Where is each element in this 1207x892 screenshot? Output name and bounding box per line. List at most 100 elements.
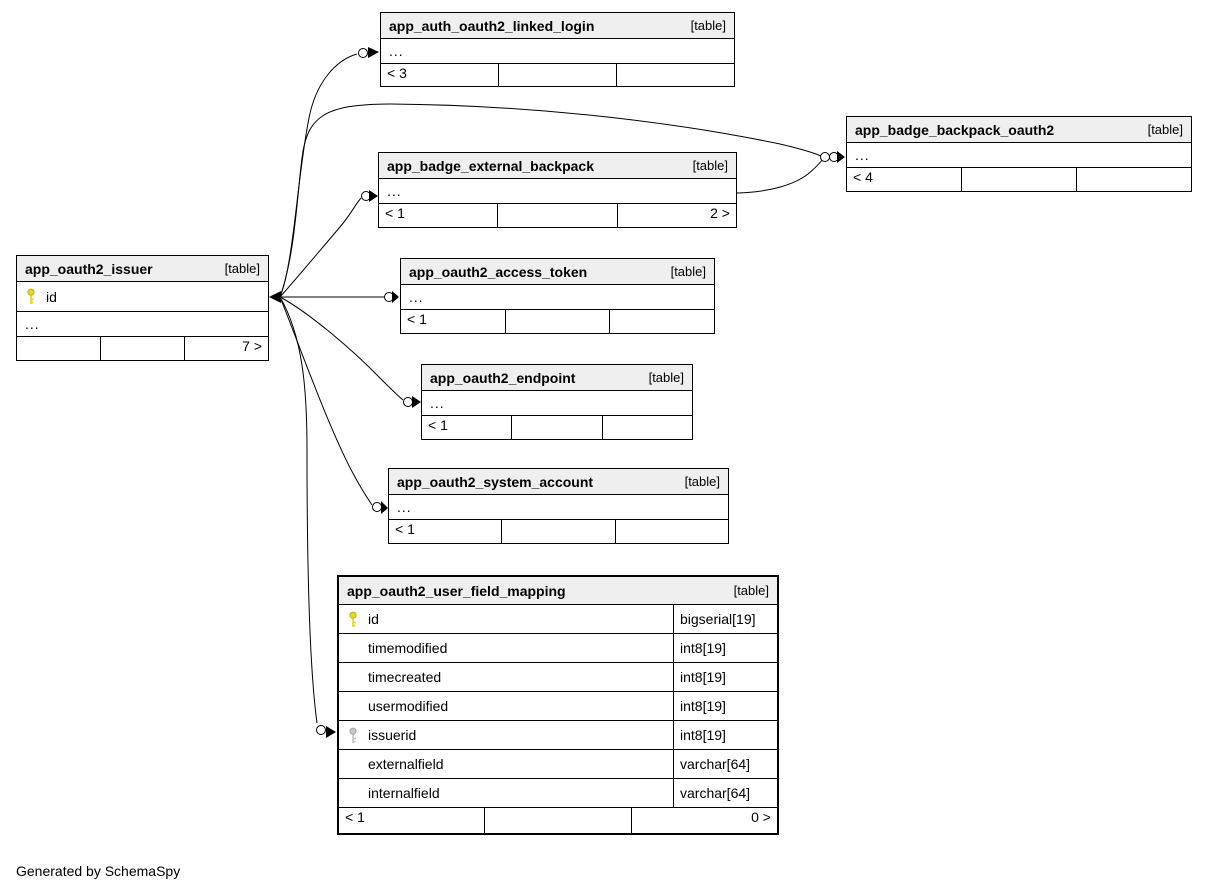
table-app-oauth2-issuer[interactable]: app_oauth2_issuer [table] id ... 7 > (16, 255, 269, 361)
table-footer: < 4 (847, 168, 1191, 191)
edge-arrowhead (837, 151, 845, 163)
table-name[interactable]: app_badge_backpack_oauth2 (855, 121, 1055, 138)
edge-external-backpack-badge-backpack (736, 158, 824, 194)
column-row-issuerid: issuerid int8[19] (339, 721, 777, 750)
column-name: timecreated (368, 669, 442, 685)
table-app-oauth2-system-account[interactable]: app_oauth2_system_account [table] ... < … (388, 468, 729, 544)
foreign-key-icon (347, 727, 360, 744)
table-footer: 7 > (17, 337, 268, 360)
generated-by-note: Generated by SchemaSpy (16, 863, 181, 879)
footer-cell (610, 310, 714, 333)
columns-ellipsis: ... (379, 179, 736, 204)
column-name: id (368, 611, 379, 627)
table-type-label: [table] (733, 583, 769, 598)
edge-arrowhead (392, 291, 399, 303)
footer-cell (1077, 168, 1191, 191)
table-footer: < 1 (422, 416, 692, 439)
column-name: issuerid (368, 727, 417, 743)
column-row-externalfield: externalfield varchar[64] (339, 750, 777, 779)
column-row-timecreated: timecreated int8[19] (339, 663, 777, 692)
table-app-oauth2-access-token[interactable]: app_oauth2_access_token [table] ... < 1 (400, 258, 715, 334)
table-header[interactable]: app_oauth2_user_field_mapping [table] (339, 577, 777, 605)
edge-arrowhead (412, 396, 421, 408)
table-header[interactable]: app_oauth2_access_token [table] (401, 259, 714, 285)
columns-ellipsis: ... (847, 143, 1191, 168)
edge-issuer-endpoint (279, 296, 404, 401)
edge-arrowhead (269, 291, 281, 303)
edge-terminator-circle (403, 397, 413, 407)
column-type: int8[19] (673, 634, 777, 662)
column-type: varchar[64] (673, 750, 777, 778)
edge-issuer-badge-backpack (279, 103, 822, 298)
table-footer: < 1 0 > (339, 808, 777, 833)
primary-key-icon (347, 611, 360, 628)
footer-cell (101, 337, 185, 360)
footer-cell (499, 64, 617, 86)
footer-cell: 0 > (751, 809, 771, 825)
columns-ellipsis: ... (422, 391, 692, 416)
table-app-oauth2-user-field-mapping[interactable]: app_oauth2_user_field_mapping [table] id… (337, 575, 779, 835)
table-name[interactable]: app_oauth2_issuer (25, 260, 153, 277)
table-footer: < 3 (381, 64, 734, 86)
table-app-badge-external-backpack[interactable]: app_badge_external_backpack [table] ... … (378, 152, 737, 228)
edge-arrowhead (326, 726, 336, 738)
footer-cell (512, 416, 603, 439)
edge-issuer-user-field-mapping (279, 296, 318, 724)
column-type: int8[19] (673, 663, 777, 691)
footer-cell: < 1 (379, 204, 499, 227)
table-header[interactable]: app_badge_backpack_oauth2 [table] (847, 117, 1191, 143)
footer-cell (502, 520, 616, 543)
table-footer: < 1 2 > (379, 204, 736, 227)
table-type-label: [table] (684, 474, 720, 489)
table-name[interactable]: app_auth_oauth2_linked_login (389, 17, 595, 34)
footer-cell (17, 337, 101, 360)
table-type-label: [table] (648, 370, 684, 385)
edge-issuer-external-backpack (279, 197, 362, 298)
footer-cell (506, 310, 611, 333)
table-app-auth-oauth2-linked-login[interactable]: app_auth_oauth2_linked_login [table] ...… (380, 12, 735, 87)
edge-terminator-circle (372, 502, 382, 512)
column-row-id: id (17, 282, 268, 312)
column-name: usermodified (368, 698, 449, 714)
edge-issuer-linked-login (279, 53, 358, 298)
columns-ellipsis: ... (17, 312, 268, 337)
column-name: timemodified (368, 640, 448, 656)
table-name[interactable]: app_oauth2_system_account (397, 473, 594, 490)
table-name[interactable]: app_oauth2_access_token (409, 263, 588, 280)
table-name[interactable]: app_badge_external_backpack (387, 157, 594, 174)
table-header[interactable]: app_oauth2_issuer [table] (17, 256, 268, 282)
table-type-label: [table] (1147, 122, 1183, 137)
table-header[interactable]: app_badge_external_backpack [table] (379, 153, 736, 179)
footer-cell: 7 > (242, 338, 262, 354)
table-header[interactable]: app_oauth2_system_account [table] (389, 469, 728, 495)
column-name: internalfield (368, 785, 440, 801)
footer-cell: < 1 (422, 416, 513, 439)
table-app-oauth2-endpoint[interactable]: app_oauth2_endpoint [table] ... < 1 (421, 364, 693, 440)
footer-cell (498, 204, 618, 227)
edge-terminator-circle (358, 48, 368, 58)
column-type: bigserial[19] (673, 605, 777, 633)
table-type-label: [table] (690, 18, 726, 33)
footer-cell: < 1 (389, 520, 503, 543)
table-name[interactable]: app_oauth2_endpoint (430, 369, 576, 386)
columns-ellipsis: ... (389, 495, 728, 520)
footer-cell: < 1 (339, 808, 486, 833)
edge-terminator-circle (316, 725, 326, 735)
column-type: int8[19] (673, 721, 777, 749)
table-footer: < 1 (389, 520, 728, 543)
table-header[interactable]: app_auth_oauth2_linked_login [table] (381, 13, 734, 39)
table-app-badge-backpack-oauth2[interactable]: app_badge_backpack_oauth2 [table] ... < … (846, 116, 1192, 192)
column-type: varchar[64] (673, 779, 777, 807)
footer-cell: < 1 (401, 310, 506, 333)
table-header[interactable]: app_oauth2_endpoint [table] (422, 365, 692, 391)
table-type-label: [table] (224, 261, 260, 276)
edge-arrowhead (381, 501, 388, 514)
column-row-id: id bigserial[19] (339, 605, 777, 634)
table-name[interactable]: app_oauth2_user_field_mapping (347, 582, 566, 599)
footer-cell (962, 168, 1077, 191)
footer-cell (603, 416, 692, 439)
column-name: externalfield (368, 756, 444, 772)
edge-terminator-circle (820, 152, 830, 162)
